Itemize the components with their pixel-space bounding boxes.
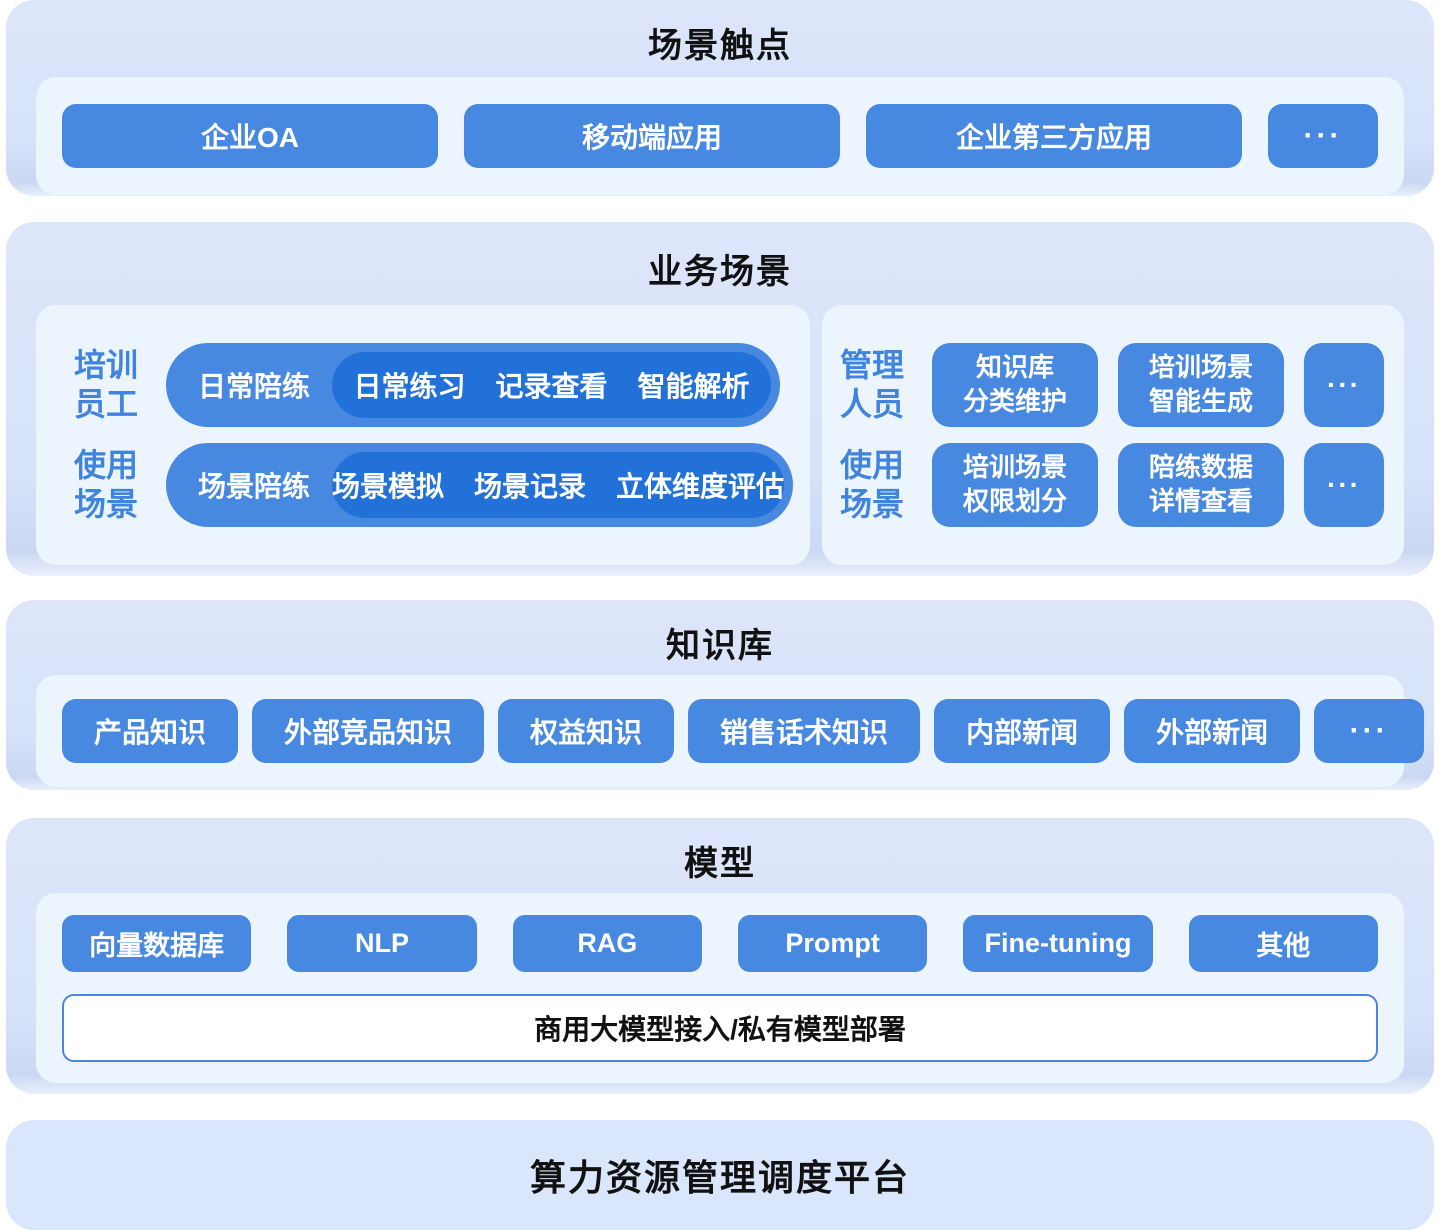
manager-label: 管理 人员 [840,346,912,424]
sparring-data-detail-line2: 详情查看 [1148,486,1253,516]
feature-multidimensional-evaluation[interactable]: 立体维度评估 [616,471,785,502]
kb-category-maintenance-button[interactable]: 知识库 分类维护 [932,343,1098,427]
kb-category-maintenance-line1: 知识库 [975,352,1054,383]
manager-usage-row: 使用 场景 培训场景 权限划分 陪练数据 详情查看 ··· [840,443,1386,527]
daily-sparring-pill-label: 日常陪练 [198,371,311,402]
trainee-label-line2: 员工 [74,386,139,422]
manager-more-button[interactable]: ··· [1304,343,1384,427]
knowledge-panel: 产品知识 外部竞品知识 权益知识 销售话术知识 内部新闻 外部新闻 ··· [36,675,1425,787]
knowledge-external-news-button[interactable]: 外部新闻 [1124,699,1301,763]
touchpoint-third-party-app-button[interactable]: 企业第三方应用 [866,104,1242,168]
manager-label-line2: 人员 [840,386,905,422]
touchpoint-mobile-app-button[interactable]: 移动端应用 [464,104,840,168]
training-scene-generation-line1: 培训场景 [1148,352,1253,383]
section-models: 模型 向量数据库 NLP RAG Prompt Fine-tuning 其他 商… [6,818,1434,1110]
knowledge-title: 知识库 [666,627,774,665]
section-compute-platform: 算力资源管理调度平台 [6,1120,1434,1230]
knowledge-internal-news-button[interactable]: 内部新闻 [934,699,1111,763]
business-title: 业务场景 [648,253,792,291]
manager-usage-label-line1: 使用 [840,446,905,483]
kb-category-maintenance-line2: 分类维护 [962,386,1067,416]
manager-row: 管理 人员 知识库 分类维护 培训场景 智能生成 ··· [840,343,1386,427]
manager-scenes-panel: 管理 人员 知识库 分类维护 培训场景 智能生成 ··· 使用 [822,305,1404,565]
daily-sparring-row: 培训 员工 日常陪练 日常练习 记录查看 智能解析 [74,343,780,427]
compute-platform-title: 算力资源管理调度平台 [529,1157,910,1198]
manager-usage-label-line2: 场景 [840,486,905,522]
feature-smart-analysis[interactable]: 智能解析 [637,371,750,402]
trainee-label: 培训 员工 [74,346,146,424]
model-fine-tuning-button[interactable]: Fine-tuning [963,915,1153,972]
model-rag-button[interactable]: RAG [512,915,702,972]
business-panels: 培训 员工 日常陪练 日常练习 记录查看 智能解析 使用 [36,305,1404,565]
model-prompt-button[interactable]: Prompt [737,915,928,972]
manager-usage-more-button[interactable]: ··· [1304,443,1384,527]
feature-scene-simulation[interactable]: 场景模拟 [332,471,445,502]
model-nlp-button[interactable]: NLP [287,915,477,972]
feature-daily-practice[interactable]: 日常练习 [353,371,466,402]
model-button-row: 向量数据库 NLP RAG Prompt Fine-tuning 其他 [62,915,1378,972]
scene-sparring-pill-label: 场景陪练 [198,471,311,502]
trainee-scenes-panel: 培训 员工 日常陪练 日常练习 记录查看 智能解析 使用 [36,305,810,565]
manager-usage-label: 使用 场景 [840,446,912,524]
daily-sparring-features: 日常练习 记录查看 智能解析 [332,352,771,418]
model-access-deployment-bar: 商用大模型接入/私有模型部署 [62,994,1378,1062]
touchpoints-title: 场景触点 [648,27,792,65]
training-scene-generation-line2: 智能生成 [1148,386,1253,416]
trainee-label-line1: 培训 [74,346,139,383]
scene-permission-line2: 权限划分 [962,486,1067,516]
sparring-data-detail-line1: 陪练数据 [1148,452,1253,483]
knowledge-product-button[interactable]: 产品知识 [62,699,239,763]
section-touchpoints: 场景触点 企业OA 移动端应用 企业第三方应用 ··· [6,0,1434,212]
scene-permission-line1: 培训场景 [962,452,1067,483]
model-title: 模型 [684,845,756,883]
touchpoint-enterprise-oa-button[interactable]: 企业OA [62,104,438,168]
knowledge-sales-script-button[interactable]: 销售话术知识 [688,699,921,763]
touchpoints-more-button[interactable]: ··· [1268,104,1378,168]
knowledge-more-button[interactable]: ··· [1314,699,1425,763]
scene-permission-button[interactable]: 培训场景 权限划分 [932,443,1098,527]
scene-sparring-row: 使用 场景 场景陪练 场景模拟 场景记录 立体维度评估 [74,443,794,527]
usage-scene-label: 使用 场景 [74,446,146,524]
feature-scene-record[interactable]: 场景记录 [474,471,587,502]
touchpoints-panel: 企业OA 移动端应用 企业第三方应用 ··· [36,77,1404,195]
knowledge-competitor-button[interactable]: 外部竞品知识 [252,699,485,763]
section-business-scenes: 业务场景 培训 员工 日常陪练 日常练习 记录查看 智能解析 [6,222,1434,592]
manager-label-line1: 管理 [840,346,905,383]
knowledge-benefits-button[interactable]: 权益知识 [498,699,675,763]
scene-sparring-features: 场景模拟 场景记录 立体维度评估 [332,452,785,518]
sparring-data-detail-button[interactable]: 陪练数据 详情查看 [1118,443,1284,527]
scene-sparring-pill[interactable]: 场景陪练 场景模拟 场景记录 立体维度评估 [166,443,794,527]
model-panel: 向量数据库 NLP RAG Prompt Fine-tuning 其他 商用大模… [36,893,1404,1083]
feature-record-view[interactable]: 记录查看 [495,371,608,402]
model-vector-db-button[interactable]: 向量数据库 [62,915,252,972]
model-other-button[interactable]: 其他 [1188,915,1378,972]
daily-sparring-pill[interactable]: 日常陪练 日常练习 记录查看 智能解析 [166,343,780,427]
training-scene-generation-button[interactable]: 培训场景 智能生成 [1118,343,1284,427]
usage-scene-label-line2: 场景 [74,486,139,522]
section-knowledge-base: 知识库 产品知识 外部竞品知识 权益知识 销售话术知识 内部新闻 外部新闻 ··… [6,600,1434,806]
usage-scene-label-line1: 使用 [74,446,139,483]
